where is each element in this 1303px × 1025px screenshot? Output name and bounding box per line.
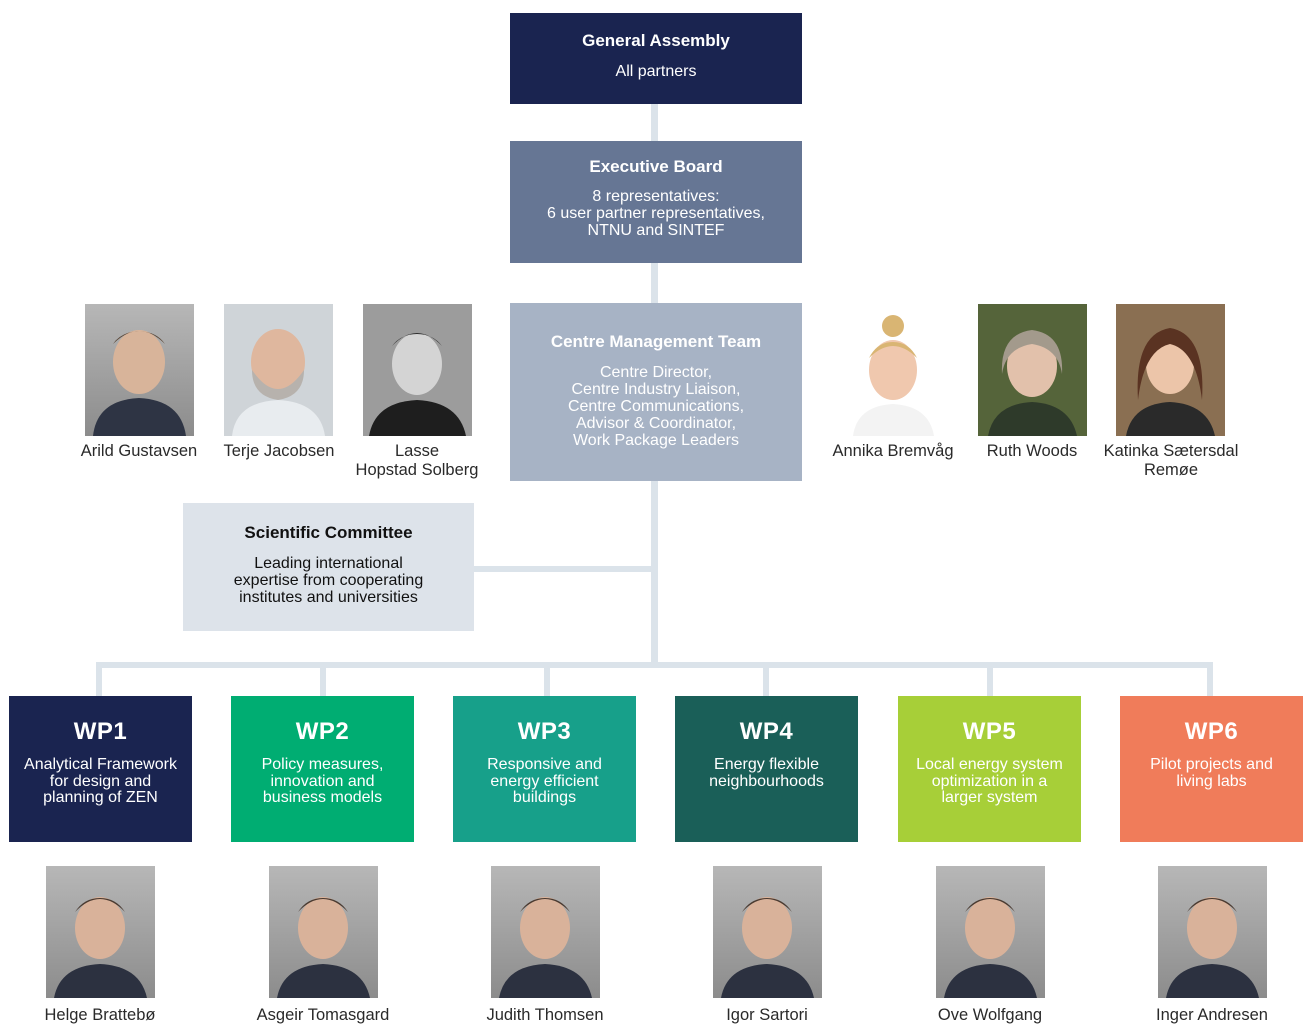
connector-wp3 <box>544 662 550 698</box>
person-photo <box>1116 304 1225 436</box>
connector-wp2 <box>320 662 326 698</box>
wp-leader-photo <box>269 866 378 998</box>
person-name: Ruth Woods <box>986 442 1078 460</box>
wp-leader-photo <box>936 866 1045 998</box>
connector-horizontal-wp <box>96 662 1213 668</box>
wp-description: Policy measures, innovation and business… <box>261 756 384 806</box>
centre-management-team-title: Centre Management Team <box>550 332 762 351</box>
wp-leader-photo <box>46 866 155 998</box>
wp-title: WP5 <box>962 718 1017 745</box>
wp-description: Pilot projects and living labs <box>1150 756 1273 790</box>
centre-management-team-subtitle: Centre Director, Centre Industry Liaison… <box>567 364 745 449</box>
centre-management-team-box: Centre Management Team Centre Director, … <box>510 303 802 481</box>
wp-leader-name: Judith Thomsen <box>486 1006 604 1024</box>
connector-wp5 <box>987 662 993 698</box>
connector-scientific-committee <box>472 566 655 572</box>
wp-title: WP2 <box>295 718 350 745</box>
wp-title: WP3 <box>517 718 572 745</box>
person-photo <box>224 304 333 436</box>
wp-leader-name: Ove Wolfgang <box>937 1006 1043 1024</box>
wp-title: WP1 <box>73 718 128 745</box>
person-name: Terje Jacobsen <box>223 442 335 460</box>
wp-leader-name: Inger Andresen <box>1156 1006 1268 1024</box>
executive-board-title: Executive Board <box>589 157 723 176</box>
wp-leader-photo <box>1158 866 1267 998</box>
executive-board-box: Executive Board 8 representatives: 6 use… <box>510 141 802 263</box>
executive-board-subtitle: 8 representatives: 6 user partner repres… <box>547 188 765 239</box>
wp-leader-photo <box>713 866 822 998</box>
person-name: Katinka Sætersdal Remøe <box>1103 442 1239 479</box>
connector-wp6 <box>1207 662 1213 698</box>
wp-description: Energy flexible neighbourhoods <box>709 756 824 790</box>
wp-title: WP6 <box>1184 718 1239 745</box>
wp-description: Analytical Framework for design and plan… <box>24 756 177 806</box>
person-name: Annika Bremvåg <box>832 442 954 460</box>
general-assembly-title: General Assembly <box>582 31 730 50</box>
connector-wp1 <box>96 662 102 698</box>
scientific-committee-title: Scientific Committee <box>244 523 413 542</box>
wp-title: WP4 <box>739 718 794 745</box>
person-photo <box>363 304 472 436</box>
scientific-committee-box: Scientific Committee Leading internation… <box>183 503 474 631</box>
person-name: Lasse Hopstad Solberg <box>355 442 479 479</box>
wp-description: Local energy system optimization in a la… <box>916 756 1063 806</box>
wp-leader-name: Helge Brattebø <box>44 1006 156 1024</box>
person-photo <box>85 304 194 436</box>
wp-leader-photo <box>491 866 600 998</box>
general-assembly-box: General Assembly All partners <box>510 13 802 104</box>
person-name: Arild Gustavsen <box>80 442 198 460</box>
person-photo <box>978 304 1087 436</box>
wp-description: Responsive and energy efficient building… <box>487 756 602 806</box>
scientific-committee-subtitle: Leading international expertise from coo… <box>233 555 424 606</box>
connector-wp4 <box>763 662 769 698</box>
general-assembly-subtitle: All partners <box>615 63 697 80</box>
person-photo <box>839 304 948 436</box>
wp-leader-name: Igor Sartori <box>726 1006 808 1024</box>
wp-leader-name: Asgeir Tomasgard <box>256 1006 390 1024</box>
